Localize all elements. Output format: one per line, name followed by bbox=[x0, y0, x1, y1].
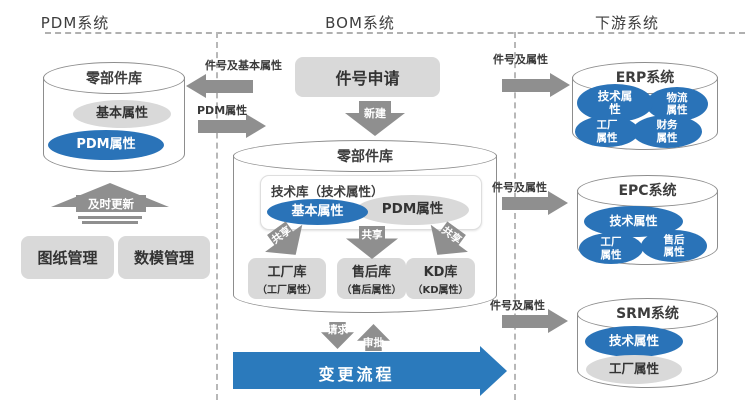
share-arrow-icon: 共享 bbox=[346, 226, 398, 259]
arrow-left-icon bbox=[186, 74, 206, 98]
srm-cylinder: SRM系统 技术属性 工厂属性 bbox=[577, 298, 718, 388]
bom-basic-attr-ellipse: 基本属性 bbox=[267, 199, 368, 225]
timely-update-arrow-icon: 及时更新 bbox=[50, 183, 170, 225]
kd-library-box: KD库 （KD属性） bbox=[406, 258, 475, 299]
approve-arrow-icon: 审批 bbox=[357, 324, 390, 351]
factory-library-box: 工厂库 （工厂属性） bbox=[248, 258, 326, 299]
part-number-apply-box: 件号申请 bbox=[295, 57, 440, 97]
aftersales-library-box: 售后库 （售后属性） bbox=[337, 258, 406, 299]
epc-aftersales-attr-ellipse: 售后 属性 bbox=[641, 230, 707, 262]
arrow-right-icon bbox=[550, 73, 570, 97]
bom-parts-library-cylinder: 零部件库 技术库（技术属性） PDM属性 基本属性 共享 共享 共享 工厂库 （… bbox=[233, 140, 497, 313]
tech-library-title: 技术库（技术属性） bbox=[271, 184, 384, 199]
arrow-right-icon bbox=[548, 309, 568, 333]
pdm-parts-library-cylinder: 零部件库 基本属性 PDM属性 bbox=[43, 62, 185, 172]
erp-title: ERP系统 bbox=[615, 70, 675, 86]
flow-label-bom-to-erp: 件号及属性 bbox=[493, 53, 548, 66]
arrow-right-icon bbox=[246, 114, 266, 138]
lane-label-downstream: 下游系统 bbox=[594, 14, 659, 32]
lane-divider-bom-downstream bbox=[514, 32, 516, 400]
pdm-library-title: 零部件库 bbox=[86, 71, 142, 87]
model-mgmt-box: 数模管理 bbox=[118, 236, 210, 279]
lane-divider-horizontal bbox=[45, 32, 745, 34]
bom-pdm-attr-ellipse: PDM属性 bbox=[356, 195, 469, 225]
flow-label-bom-to-srm: 件号及属性 bbox=[490, 299, 545, 312]
lane-divider-pdm-bom bbox=[216, 32, 218, 400]
pdm-pdm-attr-ellipse: PDM属性 bbox=[48, 130, 164, 160]
epc-title: EPC系统 bbox=[618, 183, 677, 199]
approve-label: 审批 bbox=[363, 337, 384, 349]
flow-label-bom-to-pdm: 件号及基本属性 bbox=[205, 59, 282, 72]
erp-factory-attr-ellipse: 工厂 属性 bbox=[575, 116, 639, 147]
erp-tech-attr-ellipse: 技术属 性 bbox=[577, 84, 653, 122]
cylinder-top bbox=[43, 62, 185, 94]
srm-title: SRM系统 bbox=[616, 306, 679, 322]
change-flow-arrowhead-icon bbox=[480, 346, 507, 396]
cylinder-top bbox=[233, 140, 497, 172]
timely-update-label: 及时更新 bbox=[76, 195, 146, 212]
bom-library-title: 零部件库 bbox=[337, 149, 393, 165]
request-arrow-icon: 请求 bbox=[321, 322, 354, 349]
lane-label-bom: BOM系统 bbox=[325, 14, 395, 32]
drawing-mgmt-box: 图纸管理 bbox=[21, 236, 114, 279]
srm-tech-attr-ellipse: 技术属性 bbox=[585, 326, 683, 357]
change-flow-arrow bbox=[233, 352, 480, 389]
srm-factory-attr-ellipse: 工厂属性 bbox=[586, 355, 682, 384]
request-label: 请求 bbox=[327, 324, 348, 336]
lane-label-pdm: PDM系统 bbox=[40, 14, 110, 32]
epc-factory-attr-ellipse: 工厂 属性 bbox=[579, 233, 643, 264]
flow-label-bom-to-epc: 件号及属性 bbox=[492, 181, 547, 194]
tech-library-box: 技术库（技术属性） PDM属性 基本属性 bbox=[260, 175, 482, 230]
new-arrow-icon: 新建 bbox=[345, 101, 405, 136]
erp-finance-attr-ellipse: 财务 属性 bbox=[632, 115, 702, 148]
epc-cylinder: EPC系统 技术属性 售后 属性 工厂 属性 bbox=[577, 175, 718, 265]
change-flow-label: 变更流程 bbox=[318, 365, 395, 384]
flow-label-pdm-to-bom: PDM属性 bbox=[197, 104, 248, 117]
erp-cylinder: ERP系统 物流 属性 技术属 性 工厂 属性 财务 属性 bbox=[572, 62, 718, 150]
new-label: 新建 bbox=[364, 107, 386, 120]
pdm-basic-attr-ellipse: 基本属性 bbox=[73, 100, 171, 128]
arrow-right-icon bbox=[548, 191, 568, 215]
